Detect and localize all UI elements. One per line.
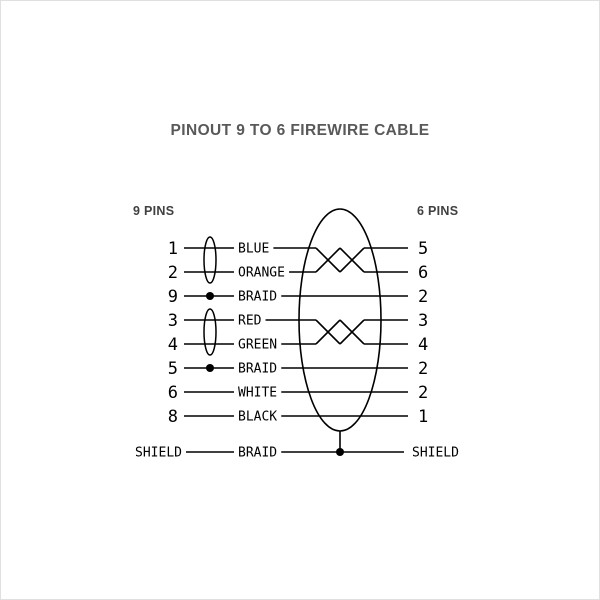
twisted-pair-wrap-ellipse (203, 236, 217, 284)
shield-junction-dot (336, 448, 344, 456)
wire-label: WHITE (238, 386, 277, 401)
wire-label: GREEN (238, 338, 277, 353)
right-pin-number: 2 (418, 383, 428, 403)
wire-label: ORANGE (238, 266, 285, 281)
right-pin-number: 6 (418, 263, 428, 283)
right-pin-number: 2 (418, 359, 428, 379)
wire-label: BRAID (238, 362, 277, 377)
left-pin-number: 6 (168, 383, 178, 403)
braid-junction-dot (206, 364, 214, 372)
left-pin-number: 4 (168, 335, 178, 355)
right-connector-header: 6 PINS (417, 204, 458, 218)
twist-cross-line (315, 319, 341, 345)
left-pin-number: 8 (168, 407, 178, 427)
wire-label: BRAID (238, 290, 277, 305)
wire-label: BLUE (238, 242, 269, 257)
twist-cross-line (315, 247, 341, 273)
braid-junction-dot (206, 292, 214, 300)
twist-cross-line (339, 247, 365, 273)
right-pin-number: 1 (418, 407, 428, 427)
page-title: PINOUT 9 TO 6 FIREWIRE CABLE (170, 122, 430, 139)
right-pin-number: 3 (418, 311, 428, 331)
left-pin-number: 3 (168, 311, 178, 331)
left-pin-number: 2 (168, 263, 178, 283)
left-pin-number: 1 (168, 239, 178, 259)
wire-label: BLACK (238, 410, 277, 425)
right-pin-number: 5 (418, 239, 428, 259)
wire-label: RED (238, 314, 262, 329)
left-connector-header: 9 PINS (133, 204, 174, 218)
left-pin-number: 9 (168, 287, 178, 307)
left-shield-label: SHIELD (135, 446, 182, 461)
right-pin-number: 4 (418, 335, 428, 355)
twist-cross-line (339, 319, 365, 345)
right-pin-number: 2 (418, 287, 428, 307)
left-pin-number: 5 (168, 359, 178, 379)
bottom-braid-label: BRAID (238, 446, 277, 461)
twisted-pair-wrap-ellipse (203, 308, 217, 356)
right-shield-label: SHIELD (412, 446, 459, 461)
